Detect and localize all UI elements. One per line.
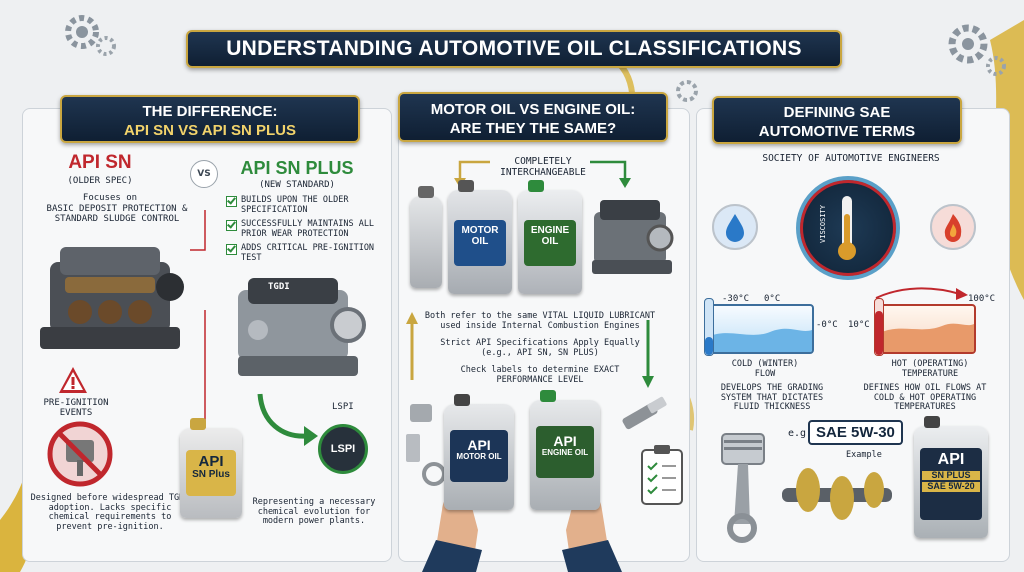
middle-heading-line2: ARE THEY THE SAME? (449, 120, 617, 137)
eg-label: e.g. (788, 428, 813, 439)
cold-temp-a: -30°C (722, 294, 750, 304)
hot-temp-a: 10°C (848, 320, 870, 330)
hand-motor-oil-label: API MOTOR OIL (450, 430, 508, 482)
sae-bottle-label: API SN PLUS SAE 5W-20 (920, 448, 982, 520)
sae-example-bottle: API SN PLUS SAE 5W-20 (914, 416, 988, 538)
sn-plus-note: Representing a necessary chemical evolut… (252, 497, 376, 527)
hot-flame-icon (930, 204, 976, 250)
tgdi-engine-illustration (238, 278, 366, 376)
hot-temp-box (880, 304, 976, 354)
engine-oil-label: ENGINE OIL (524, 220, 576, 266)
hot-description: DEFINES HOW OIL FLOWS AT COLD & HOT OPER… (863, 383, 987, 413)
bottle-label: API SN Plus (186, 450, 236, 496)
api-sn-description: BASIC DEPOSIT PROTECTION & STANDARD SLUD… (46, 204, 188, 225)
api-sn-plus-subtitle: (NEW STANDARD) (259, 180, 335, 190)
tools-illustration (406, 404, 446, 486)
warning-icon (59, 367, 87, 393)
vs-badge: VS (190, 160, 218, 188)
green-arrow-icon (257, 393, 318, 446)
lspi-badge: LSPI (318, 424, 368, 474)
vs-text: VS (197, 169, 211, 179)
checklist-item: ADDS CRITICAL PRE-IGNITION TEST (226, 243, 386, 263)
society-label: SOCIETY OF AUTOMOTIVE ENGINEERS (762, 153, 940, 164)
piston-crankshaft-illustration (721, 433, 892, 543)
middle-heading-banner: MOTOR OIL VS ENGINE OIL: ARE THEY THE SA… (398, 92, 668, 142)
hands-illustration (422, 491, 622, 572)
engine-block-illustration (592, 200, 674, 274)
viscosity-label: VISCOSITY (818, 205, 827, 243)
engine-oil-jug: ENGINE OIL (518, 180, 582, 294)
motor-oil-jug: MOTOR OIL (448, 180, 512, 294)
left-heading-line1: THE DIFFERENCE: (142, 103, 278, 120)
checklist-item: SUCCESSFULLY MAINTAINS ALL PRIOR WEAR PR… (226, 219, 386, 239)
lubricant-text: Both refer to the same VITAL LIQUID LUBR… (424, 311, 656, 331)
quart-bottle (410, 186, 442, 288)
api-sn-subtitle: (OLDER SPEC) (67, 176, 133, 186)
hot-temp-label: HOT (OPERATING) TEMPERATURE (891, 359, 969, 379)
middle-arrows (406, 312, 654, 388)
hand-engine-oil-jug: API ENGINE OIL (530, 390, 600, 510)
hot-thermometer-icon (874, 298, 884, 356)
sn-plus-checklist: BUILDS UPON THE OLDER SPECIFICATION SUCC… (226, 195, 386, 263)
example-label: Example (846, 450, 882, 460)
main-title-banner: UNDERSTANDING AUTOMOTIVE OIL CLASSIFICAT… (186, 30, 842, 68)
cold-drop-icon (712, 204, 758, 250)
tgdi-label: TGDI (268, 282, 290, 292)
hand-engine-oil-label: API ENGINE OIL (536, 426, 594, 478)
api-sn-plus-title: API SN PLUS (240, 158, 354, 178)
gear-icon (676, 80, 698, 102)
spark-plug-icon (622, 396, 667, 430)
checklist-item: BUILDS UPON THE OLDER SPECIFICATION (226, 195, 386, 215)
api-sn-note: Designed before widespread TGDI adoption… (30, 493, 190, 532)
api-spec-text: Strict API Specifications Apply Equally … (440, 338, 640, 358)
no-piston-icon (47, 421, 113, 487)
old-engine-illustration (40, 247, 184, 349)
motor-oil-label: MOTOR OIL (454, 220, 506, 266)
lspi-label: LSPI (332, 402, 354, 412)
checklist-clipboard-icon (641, 445, 683, 505)
interchangeable-label: COMPLETELY INTERCHANGEABLE (500, 156, 586, 178)
check-labels-text: Check labels to determine EXACT PERFORMA… (460, 365, 620, 385)
red-flow-arrow (875, 287, 968, 300)
hand-motor-oil-jug: API MOTOR OIL (444, 394, 514, 510)
viscosity-gauge: VISCOSITY (796, 176, 900, 280)
hot-temp-b: 100°C (968, 294, 996, 304)
cold-flow-box (708, 304, 814, 354)
gear-icon (65, 15, 116, 56)
api-sn-focus: Focuses on (82, 193, 138, 203)
checkbox-icon (226, 220, 237, 231)
left-heading-line2: API SN VS API SN PLUS (124, 122, 296, 139)
thermometer-icon (842, 196, 852, 248)
gear-icon (948, 24, 1006, 76)
api-sn-title: API SN (68, 152, 132, 173)
cold-flow-label: COLD (WINTER) FLOW (731, 359, 799, 379)
middle-heading-line1: MOTOR OIL VS ENGINE OIL: (430, 101, 636, 118)
cold-temp-c: -0°C (816, 320, 838, 330)
grade-badge: SAE 5W-30 (808, 420, 903, 445)
left-heading-banner: THE DIFFERENCE: API SN VS API SN PLUS (60, 95, 360, 143)
sn-plus-bottle: API SN Plus (180, 418, 242, 518)
cold-description: DEVELOPS THE GRADING SYSTEM THAT DICTATE… (720, 383, 824, 413)
checkbox-icon (226, 244, 237, 255)
right-heading-banner: DEFINING SAE AUTOMOTIVE TERMS (712, 96, 962, 144)
page-title: UNDERSTANDING AUTOMOTIVE OIL CLASSIFICAT… (226, 37, 802, 60)
pre-ignition-label: PRE-IGNITION EVENTS (43, 398, 109, 419)
checkbox-icon (226, 196, 237, 207)
cold-thermometer-icon (704, 298, 714, 356)
right-heading-line2: AUTOMOTIVE TERMS (758, 123, 916, 140)
right-heading-line1: DEFINING SAE (783, 104, 891, 121)
cold-temp-b: 0°C (764, 294, 781, 304)
